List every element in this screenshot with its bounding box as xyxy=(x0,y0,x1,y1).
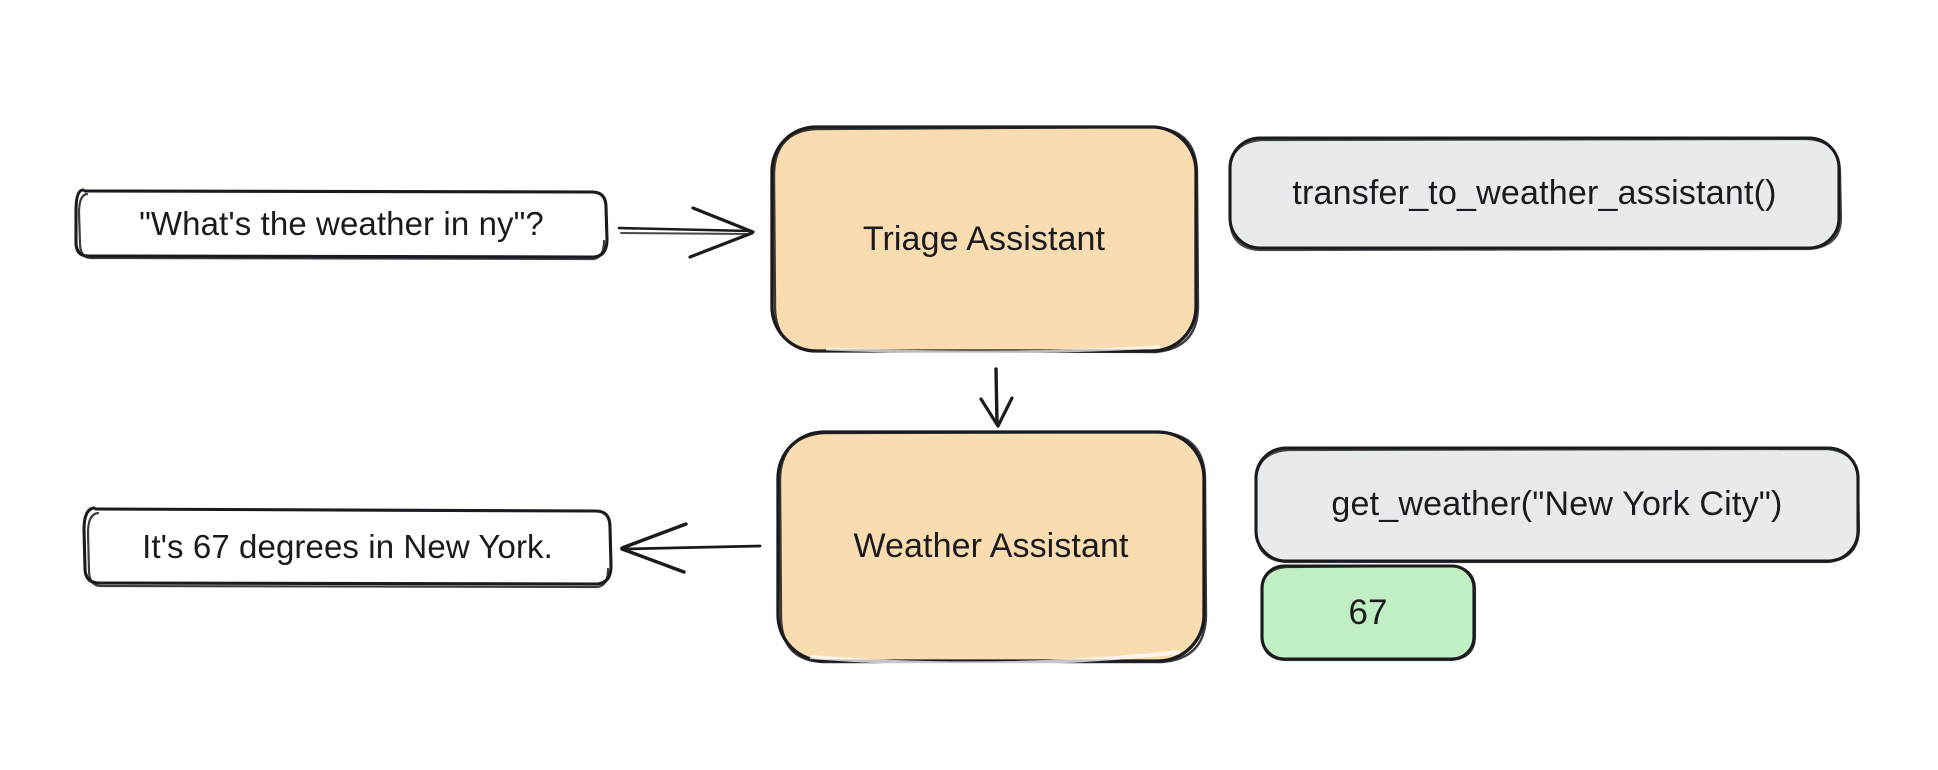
edge-user-to-triage xyxy=(617,206,755,259)
node-user-message[interactable] xyxy=(74,188,609,261)
node-transfer-tool[interactable] xyxy=(1228,136,1843,252)
node-triage-assistant[interactable] xyxy=(770,125,1810,354)
node-final-answer[interactable] xyxy=(82,506,613,589)
node-tool-result[interactable] xyxy=(1260,564,1477,662)
edge-triage-to-weather xyxy=(979,367,1014,428)
edge-weather-to-answer xyxy=(620,522,762,574)
node-weather-assistant[interactable] xyxy=(776,430,1208,666)
node-weather-tool[interactable] xyxy=(1254,446,1861,564)
